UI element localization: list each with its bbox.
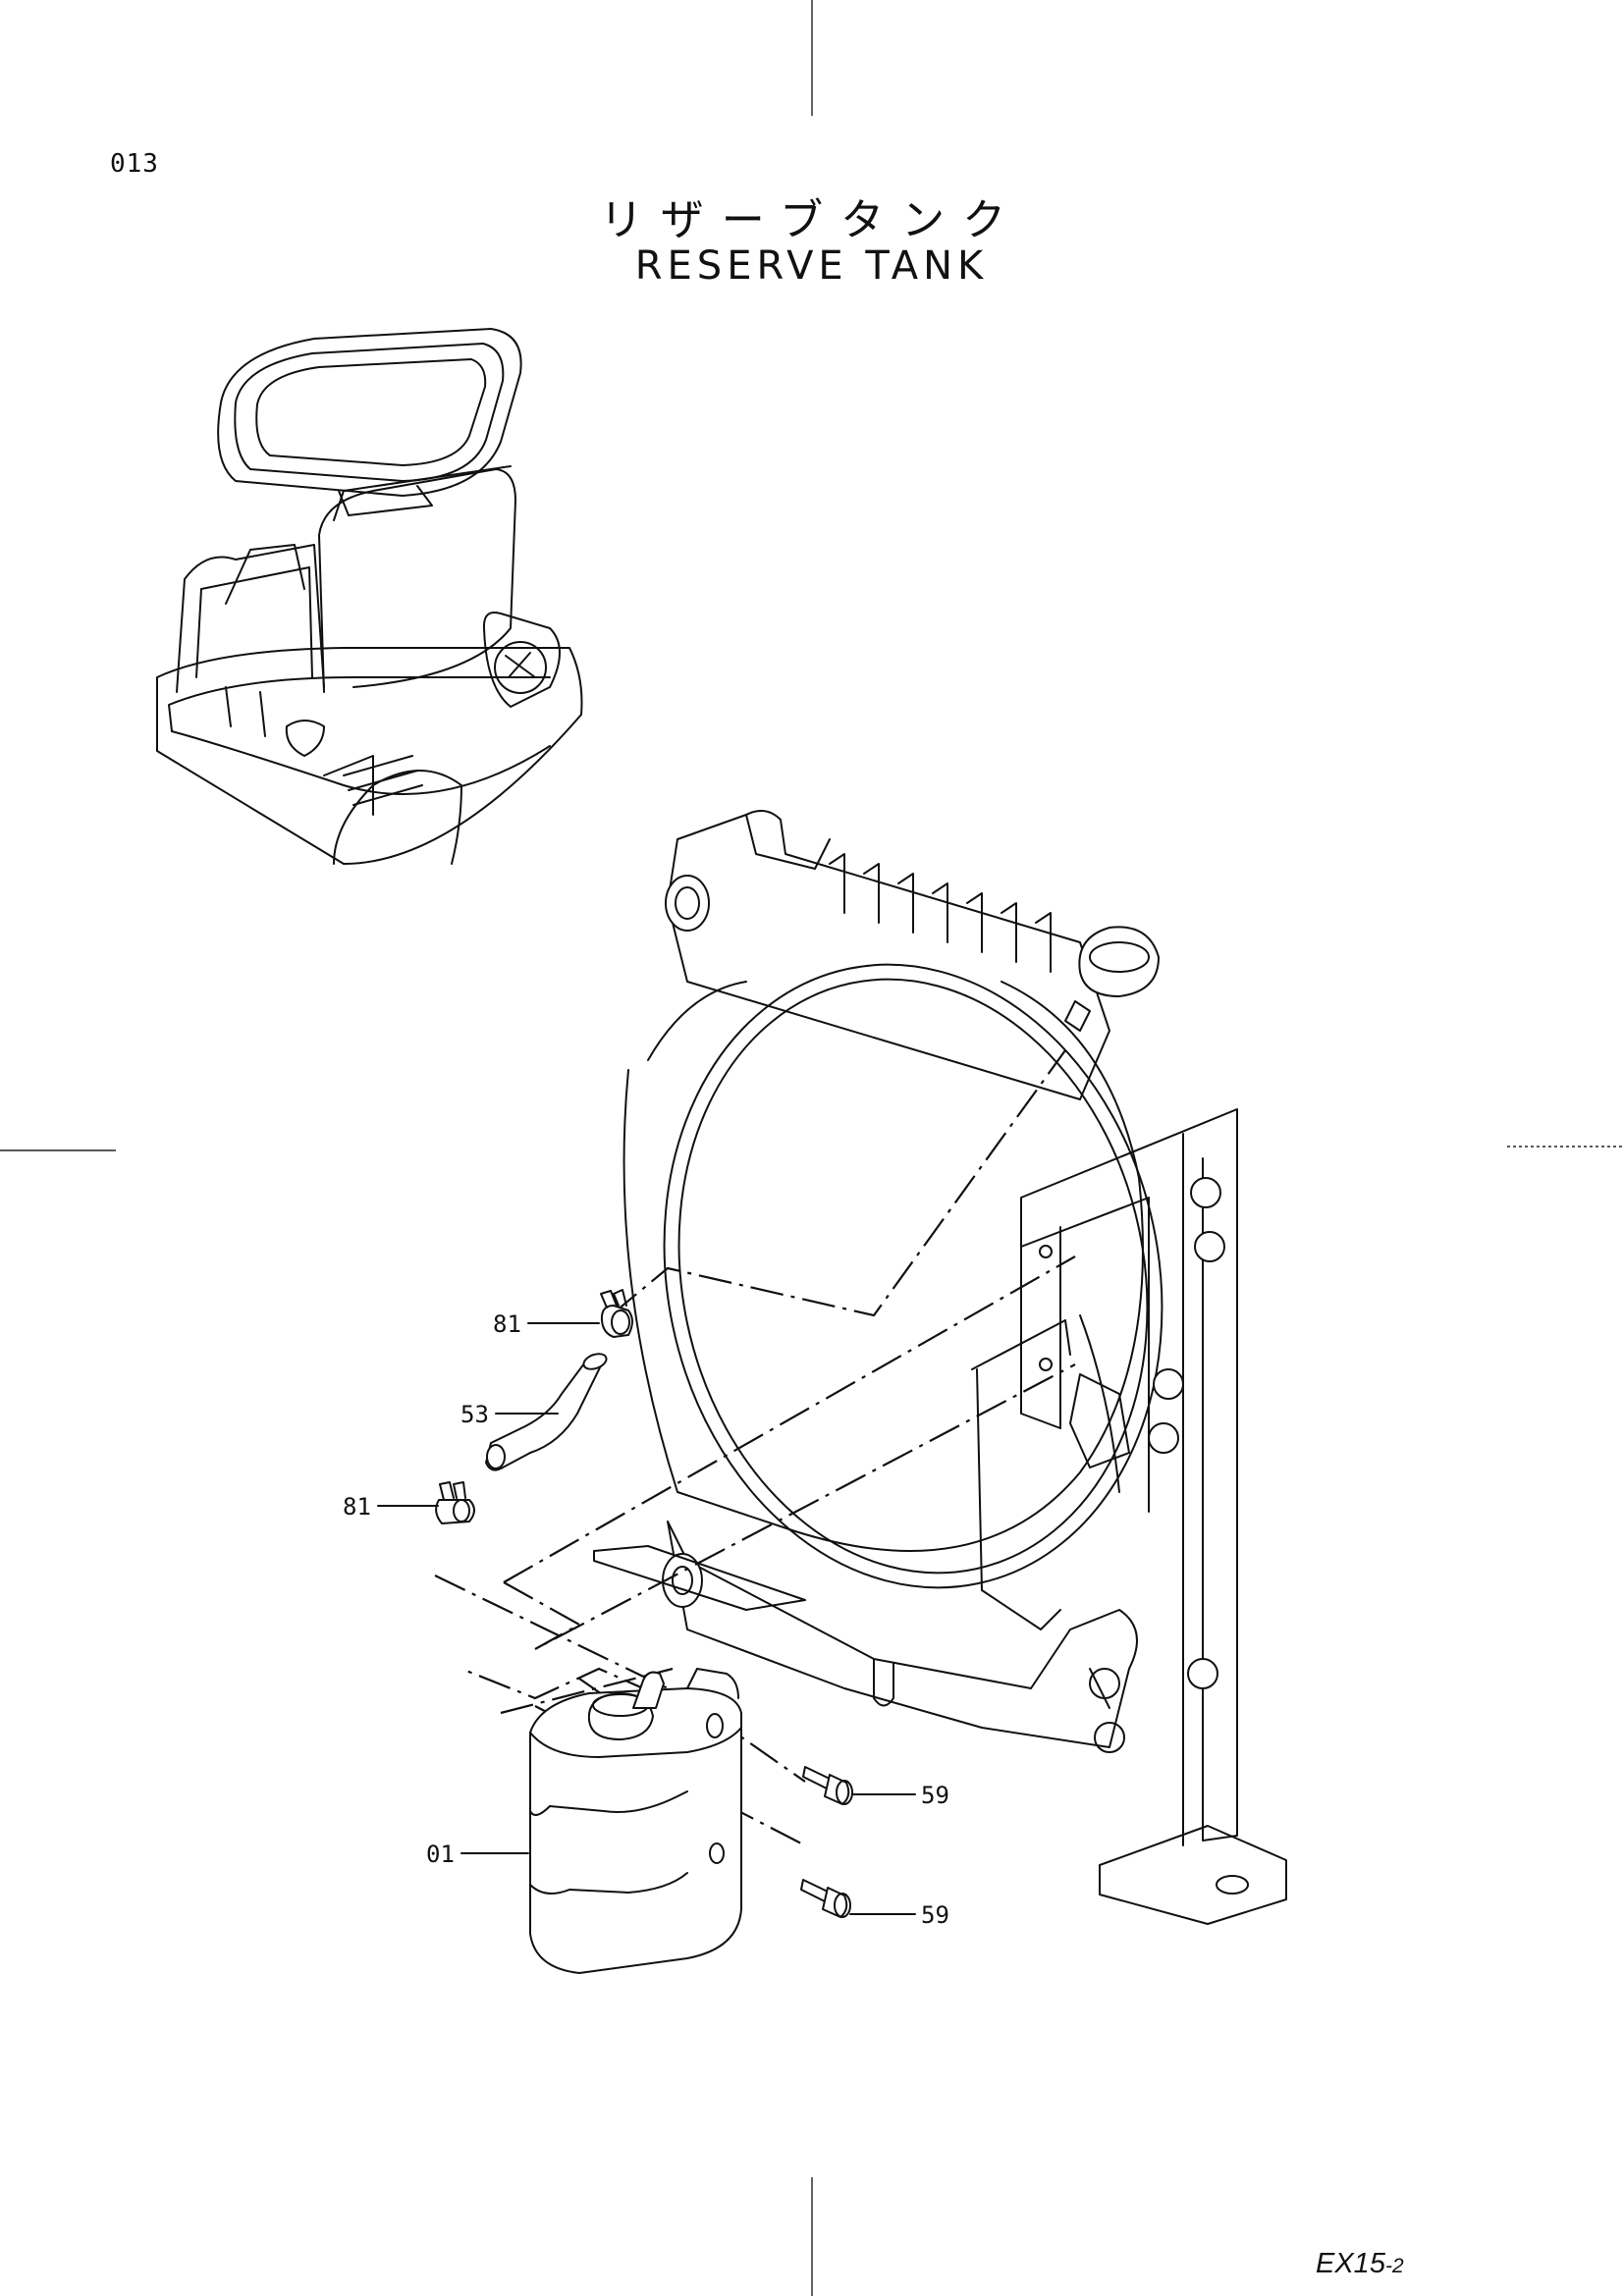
excavator-location-thumbnail	[156, 328, 583, 865]
bolt-upper	[802, 1766, 853, 1805]
hose-clamp-upper	[600, 1289, 633, 1338]
callout-hose: 53	[460, 1401, 489, 1428]
page-number: 013	[110, 149, 159, 179]
bolt-lower	[800, 1879, 851, 1918]
radiator-assembly	[593, 810, 1287, 1925]
hose-part	[485, 1353, 608, 1471]
reserve-tank	[529, 1668, 742, 1974]
callout-hose-clamp-lower: 81	[343, 1493, 371, 1521]
document-code-suffix: -2	[1384, 2255, 1404, 2277]
callout-leaders	[377, 1322, 916, 1915]
callout-bolt-upper: 59	[921, 1782, 949, 1809]
title-japanese: リザーブタンク	[599, 195, 1024, 245]
document-code-main: EX15	[1316, 2248, 1385, 2279]
callout-hose-clamp-upper: 81	[493, 1310, 521, 1338]
callout-bolt-lower: 59	[921, 1901, 949, 1929]
document-code: EX15-2	[1316, 2248, 1404, 2280]
callout-reserve-tank: 01	[426, 1841, 455, 1868]
hose-clamp-lower	[435, 1481, 475, 1524]
title-english: RESERVE TANK	[634, 243, 989, 289]
